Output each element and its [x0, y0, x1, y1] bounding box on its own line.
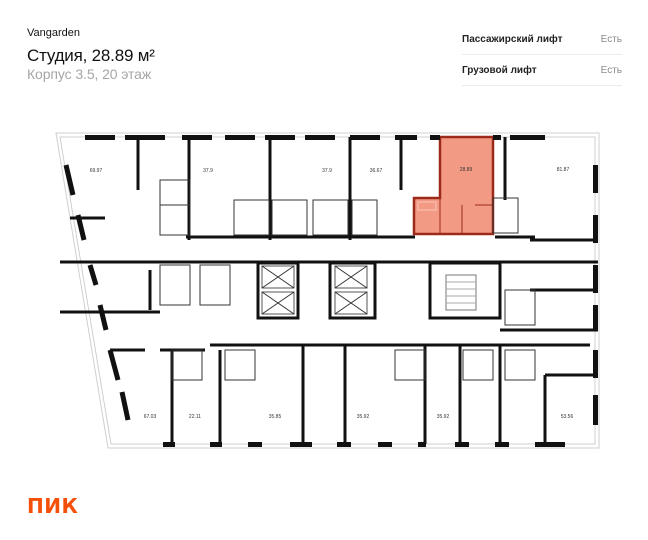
pik-logo: ПИК [27, 494, 79, 518]
feature-freight-lift: Грузовой лифт Есть [462, 55, 622, 86]
svg-text:67.03: 67.03 [144, 414, 157, 420]
svg-text:69.97: 69.97 [90, 168, 103, 174]
facade-walls-right [593, 165, 598, 425]
unit-labels-bottom: 67.03 22.11 35.85 35.92 35.92 53.56 [144, 414, 574, 420]
feature-label: Грузовой лифт [462, 64, 537, 76]
svg-text:35.92: 35.92 [437, 414, 450, 420]
features-list: Пассажирский лифт Есть Грузовой лифт Ест… [462, 24, 622, 86]
svg-text:37.9: 37.9 [203, 168, 213, 174]
feature-value: Есть [600, 64, 622, 76]
svg-text:35.85: 35.85 [269, 414, 282, 420]
interior-walls [60, 137, 598, 444]
apartment-title: Студия, 28.89 м² [27, 46, 155, 65]
feature-passenger-lift: Пассажирский лифт Есть [462, 24, 622, 55]
feature-value: Есть [600, 33, 622, 45]
unit-labels-top: 69.97 37.9 37.9 36.67 28.89 81.87 [90, 167, 570, 174]
svg-text:37.9: 37.9 [322, 168, 332, 174]
svg-text:22.11: 22.11 [189, 414, 201, 420]
bathroom-partitions [159, 179, 536, 381]
svg-text:28.89: 28.89 [460, 167, 473, 173]
svg-text:81.87: 81.87 [557, 167, 570, 173]
selected-unit-highlight[interactable] [412, 135, 495, 236]
facade-walls-bottom [163, 442, 565, 447]
project-name: Vangarden [27, 27, 81, 39]
apartment-location: Корпус 3.5, 20 этаж [27, 66, 152, 82]
facade-walls-top [85, 135, 545, 140]
svg-text:53.56: 53.56 [561, 414, 574, 420]
svg-text:36.67: 36.67 [370, 168, 383, 174]
svg-text:35.92: 35.92 [357, 414, 370, 420]
feature-label: Пассажирский лифт [462, 33, 563, 45]
